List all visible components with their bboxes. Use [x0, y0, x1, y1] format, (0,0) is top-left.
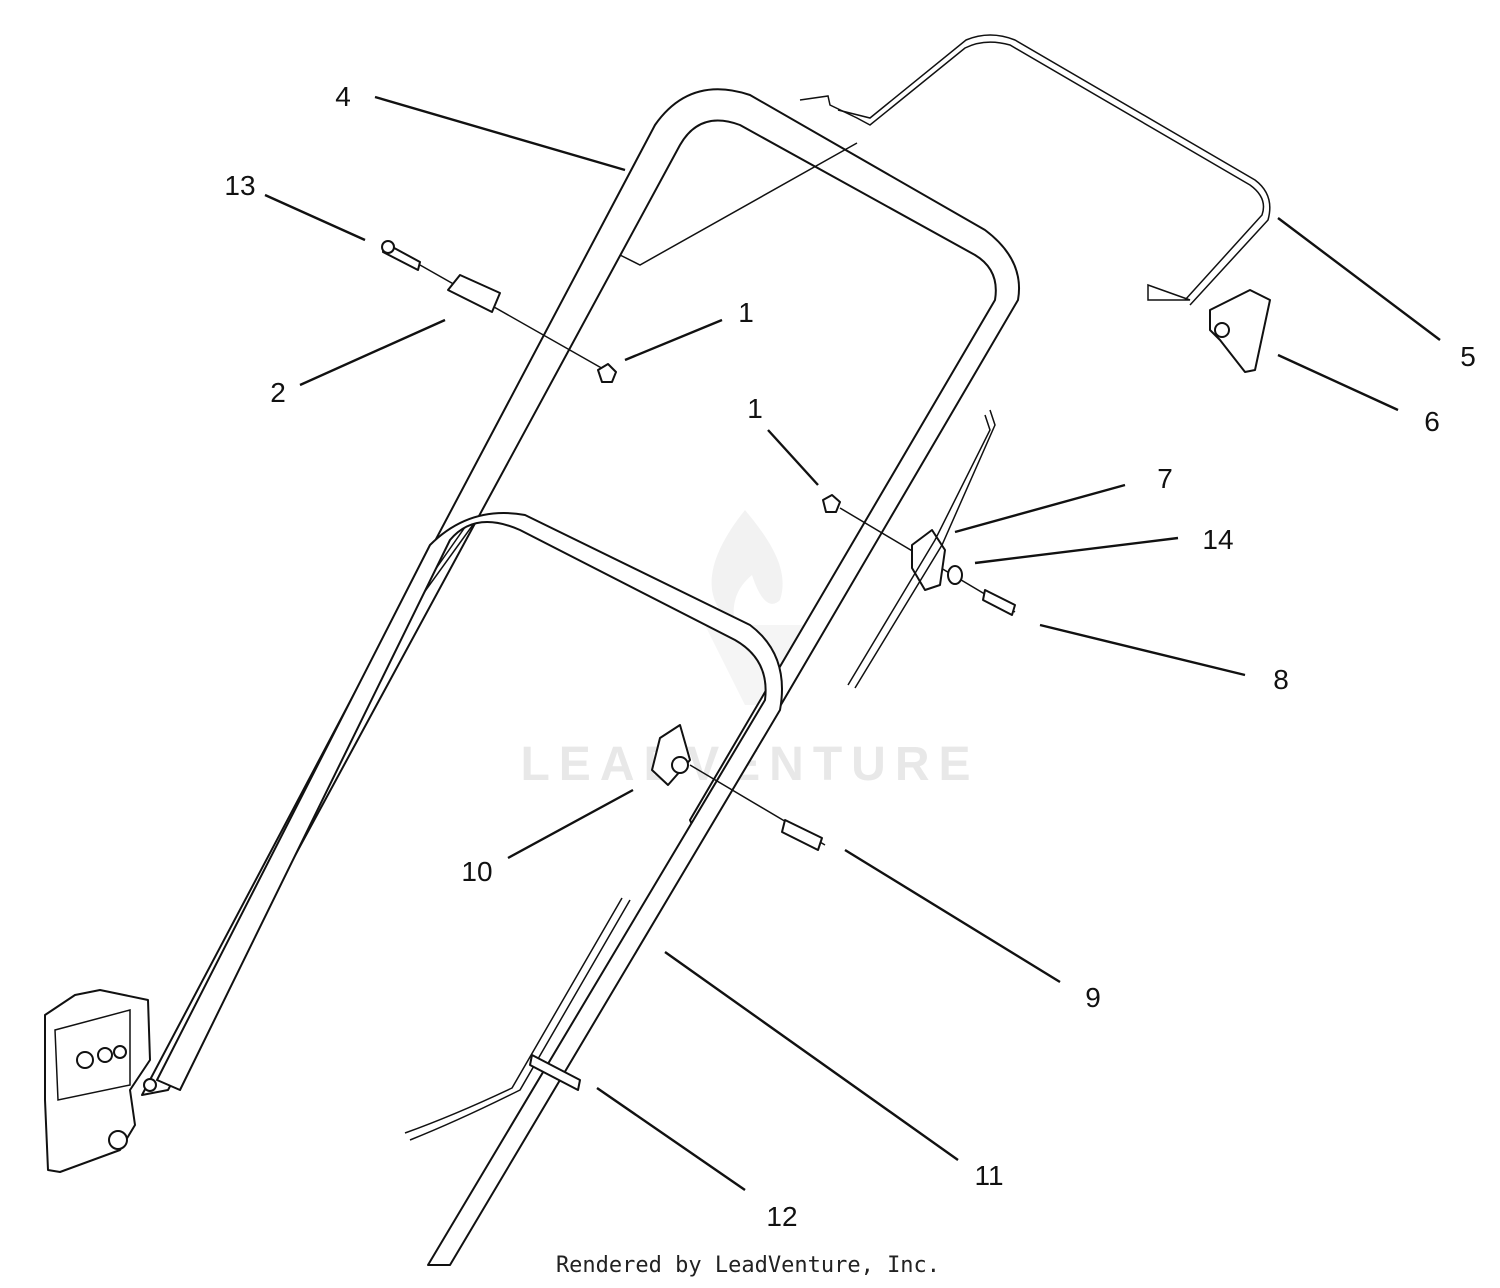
washer-14 [947, 565, 963, 585]
leader-14 [974, 536, 1179, 565]
cable-upper [847, 414, 991, 686]
cable-tie-12 [529, 1054, 581, 1091]
bail-bracket-pin [1214, 322, 1230, 338]
leader-6 [1277, 353, 1399, 412]
fastener-axis-upper [419, 264, 606, 371]
nut-1-upper [597, 363, 617, 383]
bracket-hole [143, 1078, 157, 1092]
bracket-hole [108, 1130, 128, 1150]
knob-10-hub [671, 756, 689, 774]
callout-1-upper: 1 [738, 297, 754, 328]
control-bail-end [1147, 283, 1191, 301]
footer-credit: Rendered by LeadVenture, Inc. [556, 1253, 940, 1278]
upper-handle [141, 88, 1020, 1096]
leader-5 [1277, 217, 1441, 341]
callout-5: 5 [1460, 341, 1476, 372]
bail-cable [619, 142, 858, 266]
bolt-13 [381, 240, 421, 271]
leader-11 [664, 951, 959, 1161]
lower-handle [156, 512, 783, 1266]
leader-12 [596, 1087, 746, 1191]
leader-4 [374, 95, 626, 172]
bolt-8 [982, 589, 1016, 616]
callout-1-lower: 1 [747, 393, 763, 424]
bracket-hole [76, 1051, 94, 1069]
cable-11 [409, 899, 631, 1141]
callout-9: 9 [1085, 982, 1101, 1013]
callout-11: 11 [974, 1160, 1003, 1191]
leader-9 [844, 848, 1061, 984]
callout-10: 10 [461, 856, 492, 887]
carriage-bolt-9 [781, 819, 823, 851]
leader-7 [954, 483, 1126, 534]
leader-2 [299, 318, 446, 387]
callout-8: 8 [1273, 664, 1289, 695]
control-bail-2 [837, 34, 1271, 306]
bracket-hole [113, 1045, 127, 1059]
leader-1-upper [624, 318, 723, 362]
nut-1-lower [822, 494, 841, 513]
watermark-logo [705, 510, 805, 705]
rear-bracket [44, 989, 151, 1173]
callout-2: 2 [270, 377, 286, 408]
callout-13: 13 [224, 170, 255, 201]
cable-upper-2 [854, 409, 996, 689]
callout-7: 7 [1157, 463, 1173, 494]
control-bail [799, 41, 1265, 301]
leader-1-lower [767, 429, 819, 486]
leader-8 [1039, 623, 1246, 677]
callout-4: 4 [335, 81, 351, 112]
callout-6: 6 [1424, 406, 1440, 437]
cable-11-2 [404, 897, 623, 1134]
cable-bracket-7 [911, 529, 946, 591]
callout-12: 12 [766, 1201, 797, 1232]
bracket-hole [97, 1047, 113, 1063]
cable-clip-2 [447, 274, 501, 313]
rear-bracket-plate [54, 1009, 131, 1101]
callout-14: 14 [1202, 524, 1233, 555]
leader-13 [264, 193, 366, 242]
leader-10 [507, 788, 634, 860]
bail-bracket [1209, 289, 1271, 373]
